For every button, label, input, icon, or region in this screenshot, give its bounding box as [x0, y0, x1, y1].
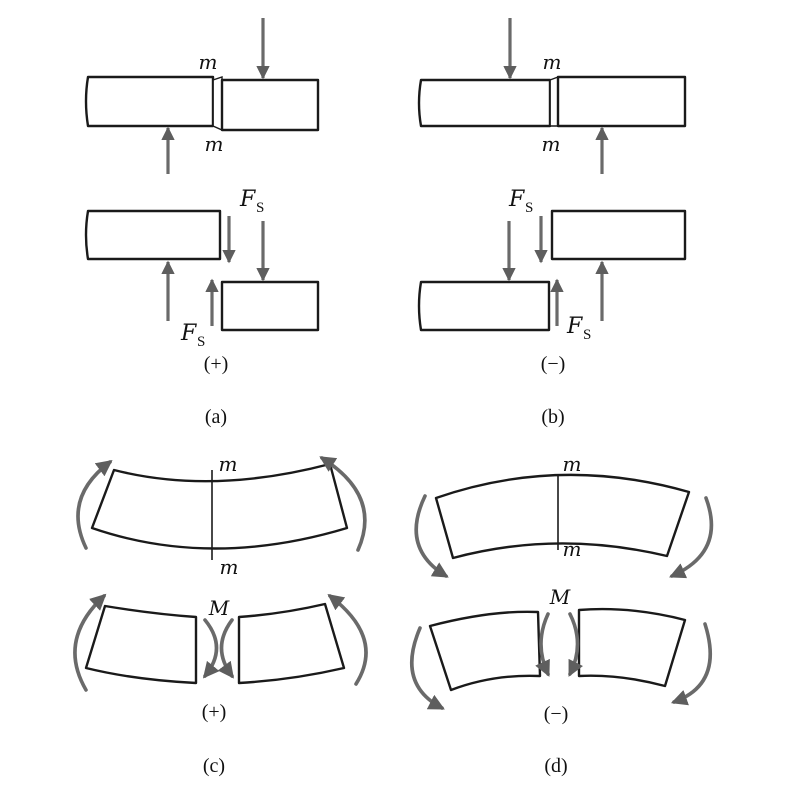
- beam-b-right-segment: [550, 209, 687, 261]
- moment-arrow-left-d2: [410, 626, 445, 710]
- beam-b-left-segment: [417, 280, 551, 332]
- shear-label-bottom-b: F S: [566, 314, 591, 343]
- panel-d: m m M (−) (d): [410, 452, 714, 777]
- section-label-m-bottom-c: m: [220, 555, 239, 579]
- moment-arrow-inner-right-c: [217, 618, 234, 679]
- section-label-m-bottom-a: m: [205, 132, 224, 156]
- beam-d-whole: [434, 473, 691, 560]
- svg-text:S: S: [197, 334, 205, 350]
- moment-arrow-inner-left-d: [535, 612, 550, 677]
- svg-text:F: F: [180, 321, 197, 346]
- svg-text:F: F: [566, 314, 583, 339]
- svg-text:S: S: [525, 200, 533, 216]
- beam-d-right-segment: [577, 607, 687, 688]
- moment-arrow-inner-right-d: [568, 612, 584, 677]
- section-label-m-bottom-d: m: [563, 537, 582, 561]
- beam-a-right-segment: [220, 280, 320, 332]
- moment-arrow-inner-left-c: [202, 618, 220, 679]
- svg-text:F: F: [239, 187, 256, 212]
- beam-c-left-segment: [84, 604, 198, 685]
- beam-d-left-segment: [428, 610, 542, 692]
- caption-a: (a): [205, 406, 227, 428]
- moment-arrow-right-c2: [327, 594, 368, 686]
- caption-c: (c): [203, 755, 225, 777]
- caption-d: (d): [544, 755, 567, 777]
- moment-arrow-left-c: [76, 460, 113, 550]
- moment-arrow-left-d: [414, 494, 449, 578]
- sign-label-a: (+): [204, 353, 229, 375]
- beam-c-right-segment: [237, 602, 346, 685]
- moment-arrow-right-c: [319, 456, 367, 552]
- moment-arrow-left-c2: [73, 593, 107, 692]
- beam-b-whole: [417, 75, 687, 128]
- svg-text:S: S: [583, 327, 591, 343]
- shear-label-top-b: F S: [508, 187, 533, 216]
- beam-c-whole: [90, 462, 349, 560]
- moment-label-d: M: [549, 585, 571, 609]
- section-label-m-top-b: m: [543, 50, 562, 74]
- sign-label-c: (+): [202, 701, 227, 723]
- caption-b: (b): [541, 406, 564, 428]
- sign-label-d: (−): [544, 703, 569, 725]
- svg-text:S: S: [256, 200, 264, 216]
- sign-label-b: (−): [541, 353, 566, 375]
- panel-c: m m M (+) (c): [73, 452, 368, 777]
- moment-arrow-right-d: [669, 496, 714, 579]
- section-label-m-top-a: m: [199, 50, 218, 74]
- panel-a: m m F S F S (+) (a): [84, 18, 320, 428]
- svg-text:F: F: [508, 187, 525, 212]
- shear-label-top-a: F S: [239, 187, 264, 216]
- moment-arrow-right-d2: [670, 622, 713, 706]
- section-label-m-bottom-b: m: [542, 132, 561, 156]
- section-label-m-top-d: m: [563, 452, 582, 476]
- shear-label-bottom-a: F S: [180, 321, 205, 350]
- panel-b: m m F S F S (−) (b): [417, 18, 687, 428]
- section-label-m-top-c: m: [219, 452, 238, 476]
- moment-label-c: M: [208, 596, 230, 620]
- beam-a-left-segment: [84, 209, 222, 261]
- beam-a-whole: [84, 75, 320, 132]
